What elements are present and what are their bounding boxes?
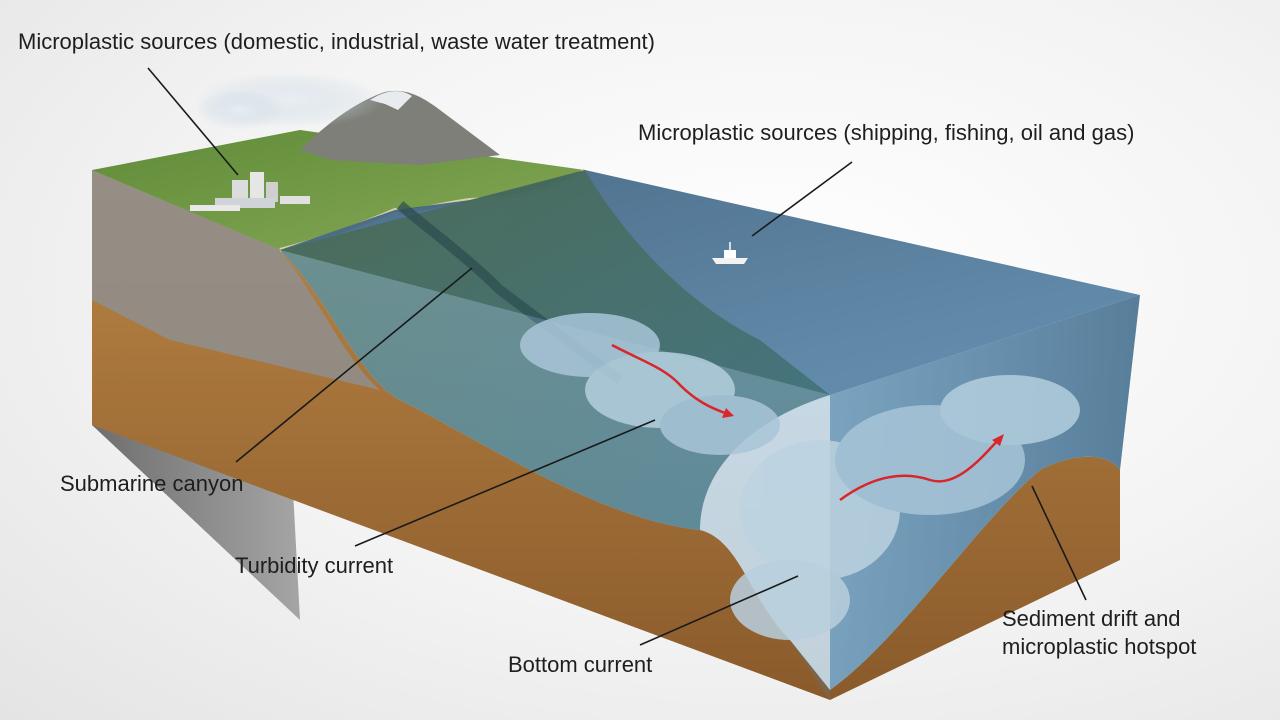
leader-line-sea-sources [751,161,853,237]
rock-front-face [92,170,380,390]
turbidity-current-arrow [611,343,734,418]
turbidity-cloud [520,313,780,455]
label-bottom-current: Bottom current [508,652,653,677]
label-submarine-canyon: Submarine canyon [60,471,244,496]
leader-line-land-sources [147,67,239,176]
label-sediment-drift-line2: microplastic hotspot [1002,634,1197,659]
label-sediment-drift-line1: Sediment drift and [1002,606,1181,631]
leader-line-turbidity [354,419,656,547]
bottom-current-arrow [839,434,1004,502]
fishing-ship [712,242,748,264]
leader-line-canyon [235,267,473,463]
leader-line-drift [1031,485,1087,601]
smoke-cloud-2 [195,90,285,130]
label-land-sources: Microplastic sources (domestic, industri… [18,29,655,54]
label-turbidity-current: Turbidity current [235,553,394,578]
industrial-town [190,172,310,211]
land-surface [92,130,585,250]
label-sea-sources: Microplastic sources (shipping, fishing,… [638,120,1135,145]
sediment-drift-cloud [730,375,1080,640]
leader-line-bottom [639,575,799,646]
label-sediment-drift: Sediment drift and microplastic hotspot [1002,605,1242,661]
